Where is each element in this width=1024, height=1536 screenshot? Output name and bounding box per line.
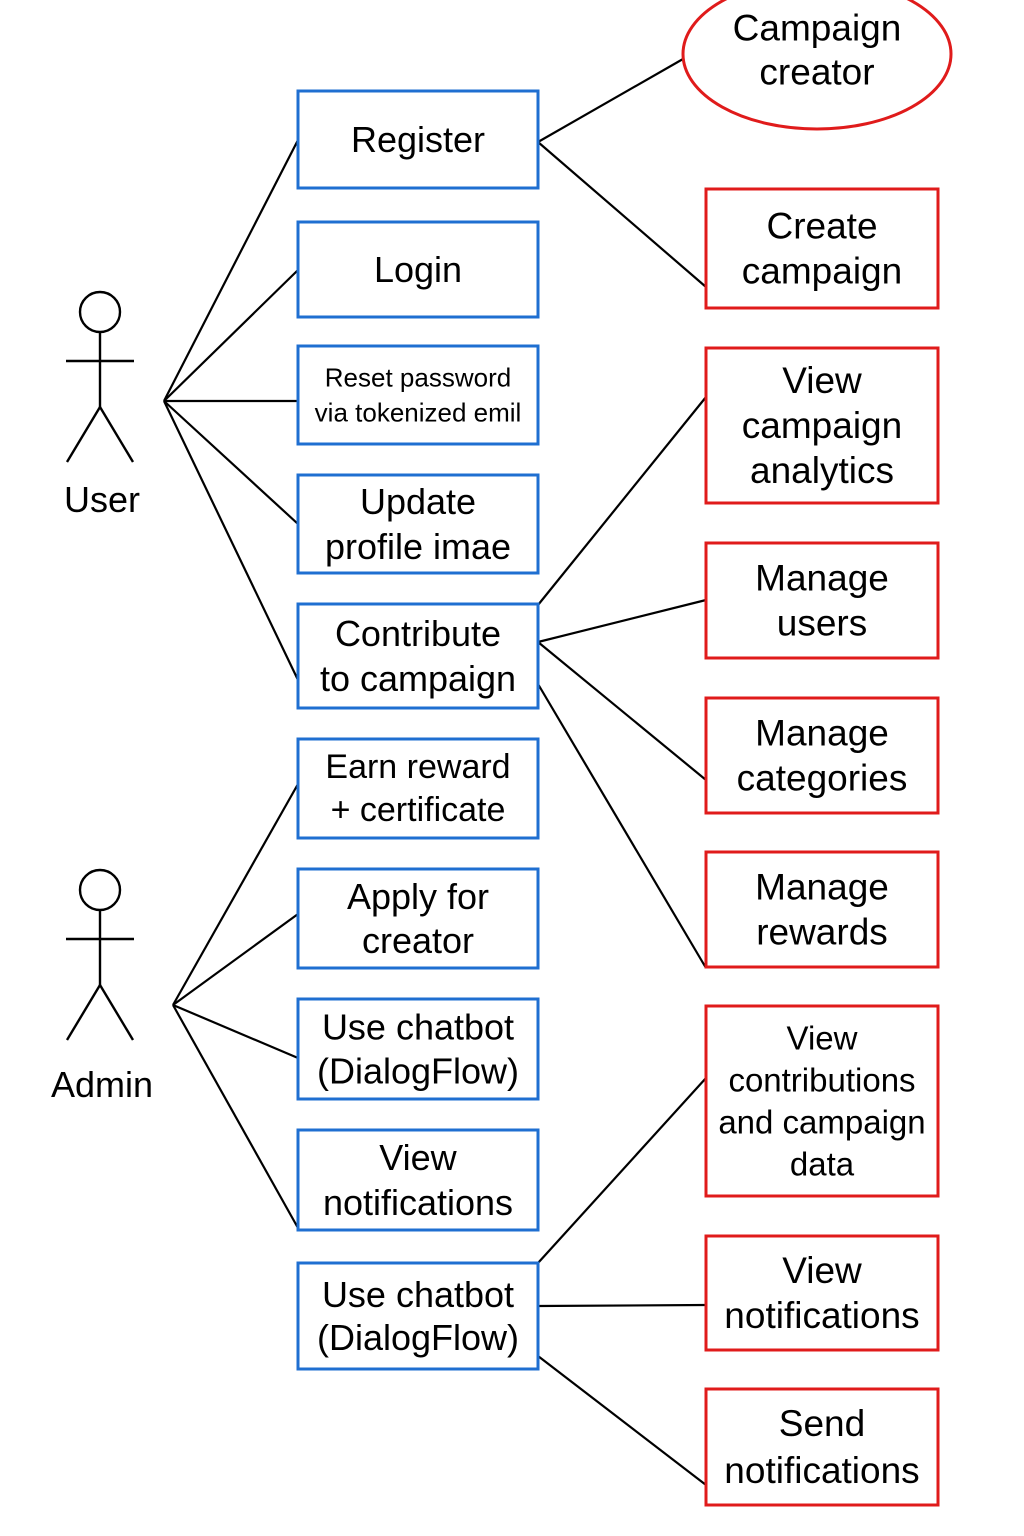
use-case-label: Register bbox=[351, 119, 485, 160]
use-case-label: Reset password bbox=[325, 363, 511, 393]
admin-actor-label: Admin bbox=[51, 1064, 153, 1105]
connector-line bbox=[537, 141, 707, 288]
use-case-label: campaign bbox=[742, 251, 902, 292]
connector-line bbox=[537, 396, 707, 606]
campaign-creator-label: creator bbox=[759, 52, 874, 93]
use-case-label: (DialogFlow) bbox=[317, 1317, 519, 1358]
use-case-label: View bbox=[782, 1250, 862, 1291]
user-use-case-use-chatbot-2: Use chatbot(DialogFlow) bbox=[296, 1261, 540, 1371]
connector-line bbox=[537, 641, 707, 781]
connector-lines bbox=[163, 58, 707, 1486]
use-case-label: Contribute bbox=[335, 613, 501, 654]
use-case-label: profile imae bbox=[325, 526, 511, 567]
use-case-label: (DialogFlow) bbox=[317, 1051, 519, 1092]
connector-line bbox=[537, 1077, 707, 1264]
user-actor-label: User bbox=[64, 479, 140, 520]
use-case-label: Update bbox=[360, 481, 476, 522]
user-use-case-use-chatbot-1: Use chatbot(DialogFlow) bbox=[296, 997, 540, 1101]
use-case-label: Manage bbox=[755, 558, 889, 599]
stick-figure-icon bbox=[65, 290, 135, 463]
use-case-label: Manage bbox=[755, 713, 889, 754]
connector-line bbox=[163, 400, 299, 525]
use-case-label: categories bbox=[737, 758, 908, 799]
use-case-label: Send bbox=[779, 1403, 865, 1444]
connector-line bbox=[163, 139, 299, 402]
use-case-label: notifications bbox=[724, 1295, 919, 1336]
use-case-label: Create bbox=[766, 206, 877, 247]
use-case-label: users bbox=[777, 603, 867, 644]
use-case-label: via tokenized emil bbox=[315, 398, 522, 428]
use-case-label: campaign bbox=[742, 405, 902, 446]
use-case-label: analytics bbox=[750, 450, 894, 491]
stick-figure-icon bbox=[65, 868, 135, 1041]
connector-line bbox=[537, 1355, 707, 1486]
connector-line bbox=[537, 1303, 707, 1308]
connector-line bbox=[172, 783, 299, 1006]
user-actor: User bbox=[64, 290, 140, 520]
use-case-label: Use chatbot bbox=[322, 1274, 514, 1315]
user-use-case-earn-reward: Earn reward + certificate bbox=[296, 737, 540, 840]
use-case-label: Use chatbot bbox=[322, 1007, 514, 1048]
admin-actor: Admin bbox=[51, 868, 153, 1105]
admin-use-case-send-notifications: Send notifications bbox=[704, 1387, 940, 1507]
user-use-case-reset-password: Reset password via tokenized emil bbox=[296, 344, 540, 446]
user-use-case-register: Register bbox=[296, 89, 540, 190]
connector-line bbox=[163, 400, 299, 681]
use-case-label: Apply for bbox=[347, 876, 489, 917]
use-case-label: and campaign bbox=[718, 1104, 925, 1141]
use-case-label: data bbox=[790, 1146, 855, 1183]
use-case-label: Earn reward bbox=[325, 748, 510, 786]
use-case-label: View bbox=[782, 360, 862, 401]
use-case-label: + certificate bbox=[331, 791, 506, 829]
connector-line bbox=[537, 598, 707, 644]
use-case-label: View bbox=[379, 1137, 457, 1178]
use-case-label: to campaign bbox=[320, 658, 516, 699]
user-use-case-login: Login bbox=[296, 220, 540, 319]
use-case-label: notifications bbox=[724, 1450, 919, 1491]
use-case-label: Login bbox=[374, 249, 462, 290]
connector-line bbox=[537, 683, 707, 969]
connector-line bbox=[172, 1003, 299, 1060]
admin-use-case-view-contributions: View contributions and campaign data bbox=[704, 1004, 940, 1198]
use-case-label: contributions bbox=[728, 1062, 915, 1099]
use-case-label: Manage bbox=[755, 867, 889, 908]
use-case-label: View bbox=[787, 1020, 858, 1057]
connector-line bbox=[172, 1004, 299, 1229]
connector-line bbox=[163, 269, 299, 402]
use-case-label: creator bbox=[362, 920, 474, 961]
use-case-label: rewards bbox=[756, 912, 888, 953]
connector-line bbox=[172, 913, 299, 1006]
connector-line bbox=[537, 58, 684, 143]
use-case-label: notifications bbox=[323, 1182, 513, 1223]
campaign-creator-label: Campaign bbox=[733, 8, 902, 49]
